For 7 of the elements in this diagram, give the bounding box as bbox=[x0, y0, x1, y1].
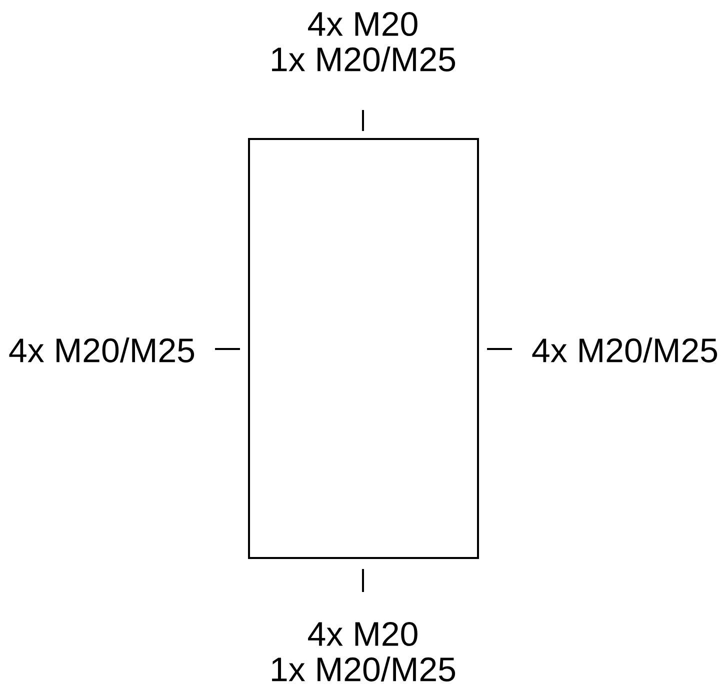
entry-label: 4x M20 bbox=[308, 622, 418, 646]
entry-label: 4x M20/M25 bbox=[9, 338, 194, 362]
entry-label: 4x M20 bbox=[308, 12, 418, 36]
entry-label: 1x M20/M25 bbox=[272, 656, 456, 682]
entry-label: 1x M20/M25 bbox=[272, 46, 456, 72]
entry-label: 4x M20/M25 bbox=[532, 338, 718, 362]
enclosure-box bbox=[248, 138, 479, 559]
